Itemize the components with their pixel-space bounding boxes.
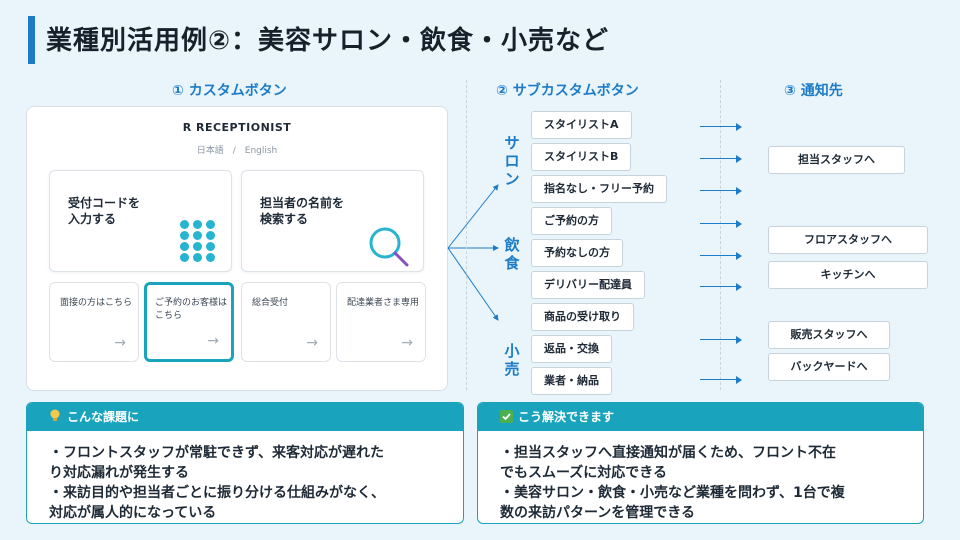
receptionist-logo: R RECEPTIONIST bbox=[182, 121, 292, 134]
solution-line: ・美容サロン・飲食・小売など業種を問わず、1台で複 bbox=[500, 485, 845, 501]
arrow-right-icon bbox=[700, 283, 742, 291]
search-icon bbox=[369, 227, 409, 267]
small-card-general[interactable]: 総合受付 → bbox=[241, 282, 331, 362]
sub-button-stylist-b[interactable]: スタイリストB bbox=[531, 143, 632, 171]
sub-button-walk-in[interactable]: 予約なしの方 bbox=[531, 239, 623, 267]
receptionist-screen-mockup: R RECEPTIONIST 日本語 / English 受付コードを 入力する… bbox=[26, 106, 448, 391]
column-heading-custom: ① カスタムボタン bbox=[172, 83, 287, 99]
solution-line: でもスムーズに対応できる bbox=[500, 465, 668, 481]
receptionist-code-button[interactable]: 受付コードを 入力する bbox=[49, 170, 232, 272]
small-card-interview[interactable]: 面接の方はこちら → bbox=[49, 282, 139, 362]
solution-body: ・担当スタッフへ直接通知が届くため、フロント不在 でもスムーズに対応できる ・美… bbox=[478, 431, 923, 523]
problem-box: こんな課題に ・フロントスタッフが常駐できず、来客対応が遅れた り対応漏れが発生… bbox=[26, 402, 464, 524]
problem-line: ・来訪目的や担当者ごとに振り分ける仕組みがなく、 bbox=[49, 485, 385, 501]
arrow-right-icon: → bbox=[401, 335, 413, 351]
column-divider bbox=[466, 80, 467, 390]
problem-line: ・フロントスタッフが常駐できず、来客対応が遅れた bbox=[49, 445, 385, 461]
column-divider bbox=[720, 80, 721, 390]
check-icon bbox=[500, 403, 514, 431]
arrow-right-icon bbox=[700, 155, 742, 163]
page-title: 業種別活用例②：美容サロン・飲食・小売など bbox=[46, 26, 610, 56]
small-card-label: 配達業者さま専用 bbox=[347, 298, 420, 308]
category-food: 飲食 bbox=[504, 236, 520, 272]
flow-fan-arrows bbox=[447, 184, 499, 321]
small-card-delivery[interactable]: 配達業者さま専用 → bbox=[336, 282, 426, 362]
column-heading-notify: ③ 通知先 bbox=[784, 83, 843, 99]
problem-heading: こんな課題に bbox=[27, 403, 463, 431]
arrow-right-icon bbox=[700, 123, 742, 131]
sub-button-delivery[interactable]: デリバリー配達員 bbox=[531, 271, 645, 299]
destination-sales-staff[interactable]: 販売スタッフへ bbox=[768, 321, 890, 349]
solution-heading-text: こう解決できます bbox=[518, 410, 615, 424]
small-card-reservation[interactable]: ご予約のお客様はこちら → bbox=[144, 282, 234, 362]
small-card-label: 面接の方はこちら bbox=[60, 298, 133, 308]
arrow-right-icon: → bbox=[306, 335, 318, 351]
arrow-right-icon bbox=[700, 252, 742, 260]
small-card-label: ご予約のお客様はこちら bbox=[155, 298, 228, 321]
sub-button-free-booking[interactable]: 指名なし・フリー予約 bbox=[531, 175, 667, 203]
arrow-right-icon: → bbox=[207, 333, 219, 349]
problem-line: 対応が属人的になっている bbox=[49, 505, 217, 521]
sub-button-stylist-a[interactable]: スタイリストA bbox=[531, 111, 632, 139]
arrow-right-icon: → bbox=[114, 335, 126, 351]
problem-heading-text: こんな課題に bbox=[67, 410, 140, 424]
sub-button-return[interactable]: 返品・交換 bbox=[531, 335, 612, 363]
lightbulb-icon bbox=[49, 403, 63, 431]
sub-button-pickup[interactable]: 商品の受け取り bbox=[531, 303, 634, 331]
arrow-right-icon bbox=[700, 220, 742, 228]
sub-button-reserved[interactable]: ご予約の方 bbox=[531, 207, 612, 235]
arrow-right-icon bbox=[700, 336, 742, 344]
category-retail: 小売 bbox=[504, 342, 520, 378]
destination-backyard[interactable]: バックヤードへ bbox=[768, 353, 890, 381]
problem-line: り対応漏れが発生する bbox=[49, 465, 189, 481]
column-heading-sub-custom: ② サブカスタムボタン bbox=[496, 83, 639, 99]
small-card-label: 総合受付 bbox=[252, 298, 289, 308]
search-staff-label: 担当者の名前を 検索する bbox=[260, 196, 345, 226]
solution-heading: こう解決できます bbox=[478, 403, 923, 431]
destination-kitchen[interactable]: キッチンへ bbox=[768, 261, 928, 289]
category-salon: サロン bbox=[504, 134, 520, 188]
destination-floor-staff[interactable]: フロアスタッフへ bbox=[768, 226, 928, 254]
title-accent-bar bbox=[28, 16, 35, 64]
problem-body: ・フロントスタッフが常駐できず、来客対応が遅れた り対応漏れが発生する ・来訪目… bbox=[27, 431, 463, 523]
solution-line: ・担当スタッフへ直接通知が届くため、フロント不在 bbox=[500, 445, 836, 461]
search-staff-button[interactable]: 担当者の名前を 検索する bbox=[241, 170, 424, 272]
arrow-right-icon bbox=[700, 187, 742, 195]
destination-staff[interactable]: 担当スタッフへ bbox=[768, 146, 905, 174]
solution-box: こう解決できます ・担当スタッフへ直接通知が届くため、フロント不在 でもスムーズ… bbox=[477, 402, 924, 524]
sub-button-vendor[interactable]: 業者・納品 bbox=[531, 367, 612, 395]
receptionist-code-label: 受付コードを 入力する bbox=[68, 196, 141, 226]
solution-line: 数の来訪パターンを管理できる bbox=[500, 505, 696, 521]
language-switch[interactable]: 日本語 / English bbox=[196, 146, 278, 156]
arrow-right-icon bbox=[700, 376, 742, 384]
